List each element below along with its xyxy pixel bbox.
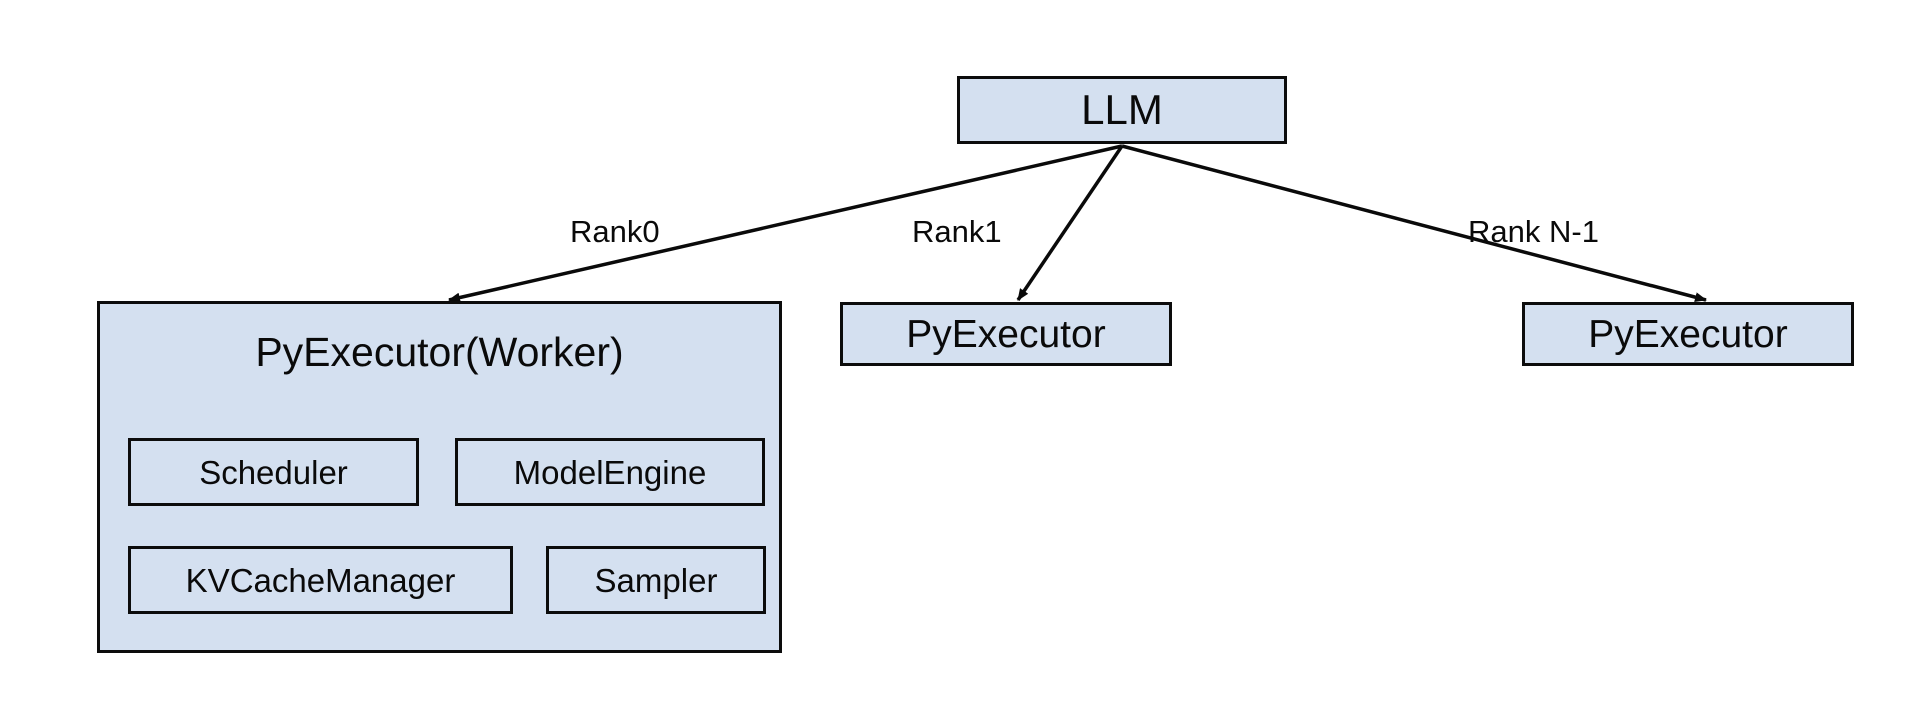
node-pyexecutor-rank1-label: PyExecutor xyxy=(906,312,1106,356)
node-model-engine[interactable]: ModelEngine xyxy=(455,438,765,506)
node-sampler[interactable]: Sampler xyxy=(546,546,766,614)
node-llm[interactable]: LLM xyxy=(957,76,1287,144)
node-kv-cache-manager[interactable]: KVCacheManager xyxy=(128,546,513,614)
edge-llm-to-executor-rank1 xyxy=(1016,145,1124,301)
node-model-engine-label: ModelEngine xyxy=(513,453,707,491)
edge-label-rank-n-1: Rank N-1 xyxy=(1468,214,1599,249)
edge-label-rank1: Rank1 xyxy=(912,214,1002,249)
node-kv-cache-manager-label: KVCacheManager xyxy=(185,561,456,599)
edge-llm-to-worker xyxy=(448,144,1123,303)
node-sampler-label: Sampler xyxy=(594,561,718,599)
node-scheduler[interactable]: Scheduler xyxy=(128,438,419,506)
node-pyexecutor-rank1[interactable]: PyExecutor xyxy=(840,302,1172,366)
node-scheduler-label: Scheduler xyxy=(199,453,348,491)
edge-llm-to-executor-rankn xyxy=(1121,144,1707,303)
node-pyexecutor-worker-label: PyExecutor(Worker) xyxy=(255,328,624,375)
node-pyexecutor-rankn[interactable]: PyExecutor xyxy=(1522,302,1854,366)
node-pyexecutor-rankn-label: PyExecutor xyxy=(1588,312,1788,356)
edge-label-rank0: Rank0 xyxy=(570,214,660,249)
node-pyexecutor-worker[interactable]: PyExecutor(Worker) Scheduler ModelEngine… xyxy=(97,301,782,653)
node-llm-label: LLM xyxy=(1081,86,1163,133)
